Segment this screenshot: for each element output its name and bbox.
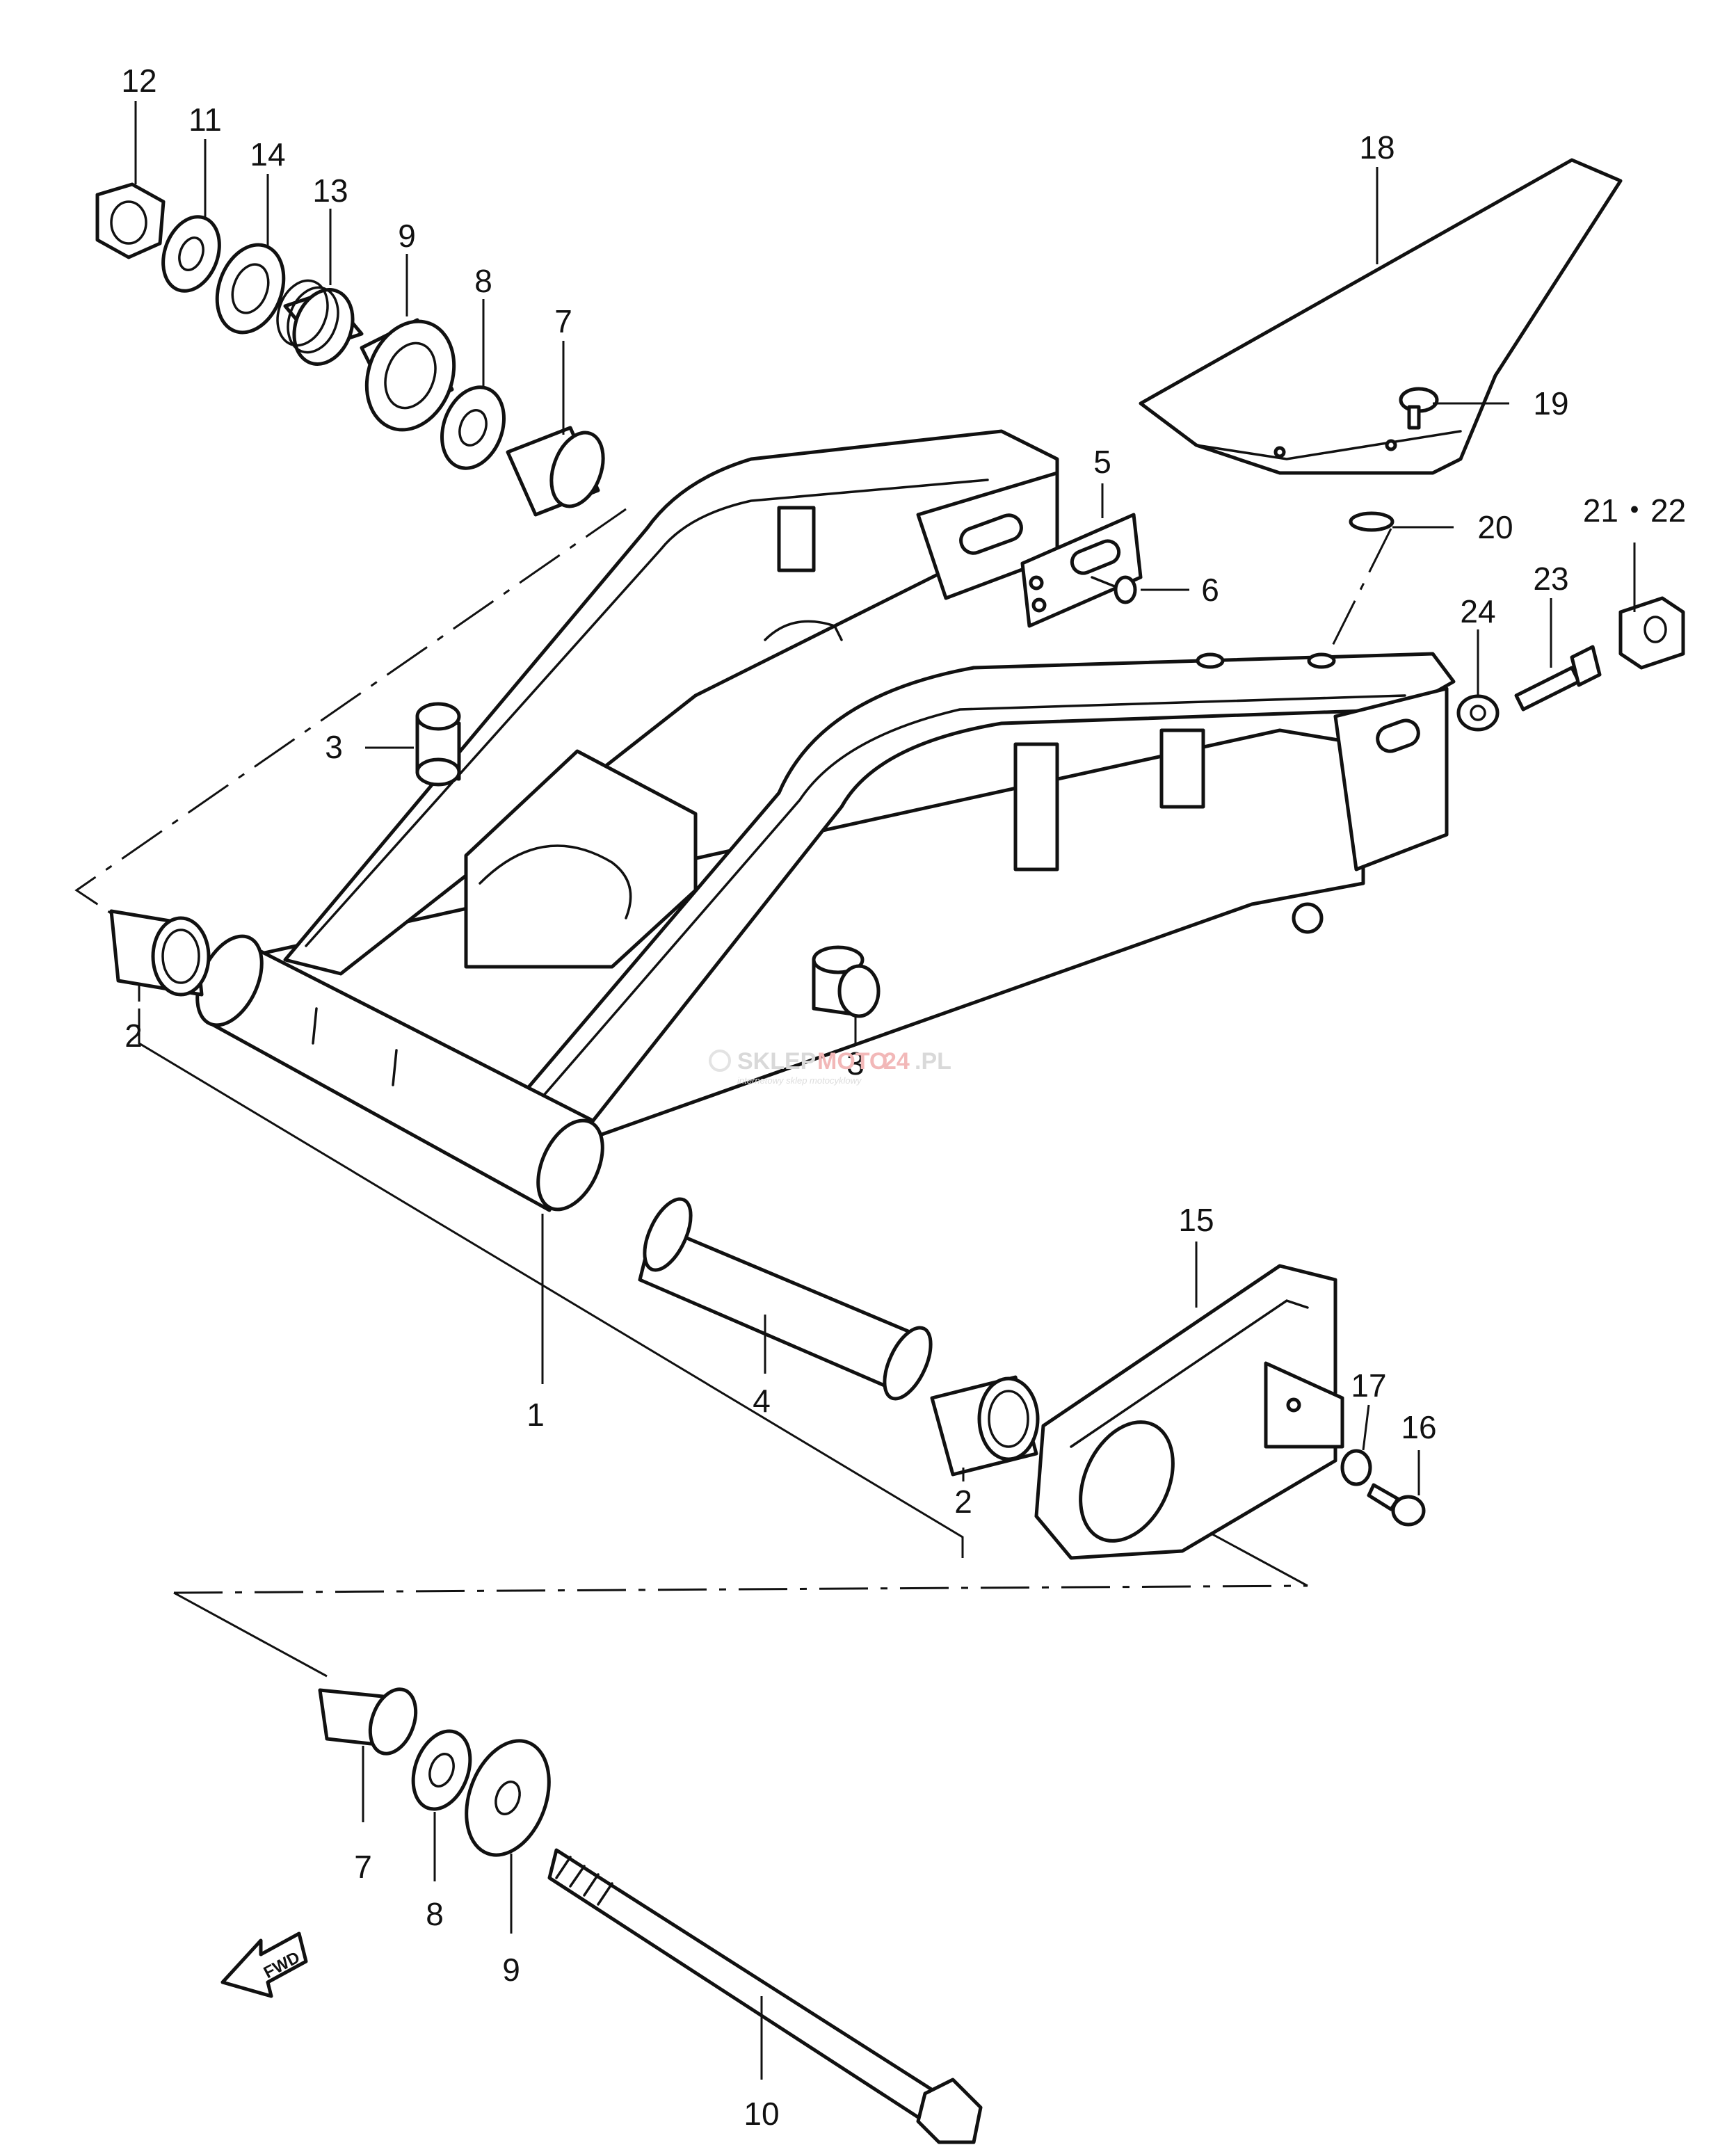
watermark: SKLEP MOTO 24 .PL internetowy sklep moto… bbox=[709, 1048, 951, 1086]
part-23-adjuster-bolt bbox=[1514, 645, 1602, 712]
watermark-part1: SKLEP bbox=[737, 1048, 816, 1075]
part-10-pivot-shaft bbox=[547, 1848, 983, 2144]
part-2-bearing-right bbox=[930, 1375, 1040, 1477]
part-19-bolt bbox=[1399, 387, 1439, 430]
callout-leaders bbox=[134, 101, 1636, 2080]
callout-9-lower: 9 bbox=[502, 1952, 520, 1988]
part-9-bearing-upper bbox=[360, 318, 456, 432]
part-18-chain-guard bbox=[1139, 158, 1623, 475]
part-7-collar-upper bbox=[506, 426, 605, 517]
part-15-chain-buffer bbox=[1034, 1264, 1344, 1560]
watermark-part2: MOTO bbox=[817, 1048, 887, 1075]
part-17-collar bbox=[1340, 1449, 1372, 1486]
swingarm bbox=[195, 429, 1456, 1212]
part-24-nut bbox=[1456, 694, 1500, 732]
callout-7-lower: 7 bbox=[354, 1849, 372, 1885]
callout-10: 10 bbox=[744, 2096, 779, 2132]
guide-lines bbox=[74, 508, 1392, 1678]
callout-2-left: 2 bbox=[124, 1018, 143, 1054]
part-14-dust-seal bbox=[215, 243, 286, 335]
part-8-washer-lower bbox=[411, 1729, 472, 1811]
part-21-22-clip-nut bbox=[1618, 596, 1685, 670]
part-5-plate bbox=[1020, 513, 1143, 628]
callout-21-22: 21・22 bbox=[1583, 492, 1686, 529]
callout-14: 14 bbox=[250, 136, 285, 172]
watermark-tagline: internetowy sklep motocyklowy bbox=[737, 1075, 862, 1086]
callout-5: 5 bbox=[1093, 444, 1111, 480]
callout-labels: 12 11 14 13 9 8 7 5 6 18 19 20 21・22 23 … bbox=[121, 63, 1686, 2132]
fwd-arrow-icon: FWD bbox=[220, 1931, 308, 1998]
callout-19: 19 bbox=[1533, 385, 1568, 421]
part-12-nut bbox=[95, 182, 166, 259]
callout-9: 9 bbox=[398, 218, 416, 254]
part-3-spacer-lower bbox=[812, 945, 881, 1018]
callout-1: 1 bbox=[527, 1397, 545, 1433]
callout-16: 16 bbox=[1401, 1409, 1436, 1445]
callout-8-lower: 8 bbox=[426, 1896, 444, 1932]
callout-11: 11 bbox=[188, 102, 222, 138]
part-9-spacer-lower bbox=[465, 1739, 551, 1857]
part-8-washer-upper bbox=[440, 385, 506, 470]
callout-7: 7 bbox=[554, 303, 572, 339]
callout-8: 8 bbox=[474, 263, 492, 299]
part-13-spring-bearing bbox=[276, 279, 364, 366]
callout-2-right: 2 bbox=[954, 1484, 972, 1520]
callout-3-lower: 3 bbox=[846, 1045, 865, 1082]
callout-3-upper: 3 bbox=[325, 729, 343, 765]
part-2-bearing-left bbox=[109, 909, 211, 997]
callout-4: 4 bbox=[753, 1383, 771, 1419]
callout-15: 15 bbox=[1178, 1202, 1214, 1238]
part-16-screw bbox=[1367, 1483, 1426, 1527]
part-20-washer bbox=[1349, 511, 1395, 532]
callout-23: 23 bbox=[1533, 561, 1568, 597]
callout-13: 13 bbox=[312, 172, 348, 209]
watermark-part4: .PL bbox=[915, 1048, 951, 1075]
part-7-collar-lower bbox=[318, 1687, 418, 1756]
part-4-sleeve bbox=[638, 1197, 933, 1401]
watermark-part3: 24 bbox=[883, 1048, 910, 1075]
callout-6: 6 bbox=[1201, 572, 1219, 608]
part-6-screw bbox=[1091, 575, 1137, 604]
part-3-spacer-upper bbox=[415, 702, 461, 787]
callout-18: 18 bbox=[1359, 129, 1395, 166]
callout-17: 17 bbox=[1351, 1367, 1386, 1404]
callout-24: 24 bbox=[1460, 593, 1495, 629]
callout-12: 12 bbox=[121, 63, 156, 99]
callout-20: 20 bbox=[1477, 509, 1513, 545]
